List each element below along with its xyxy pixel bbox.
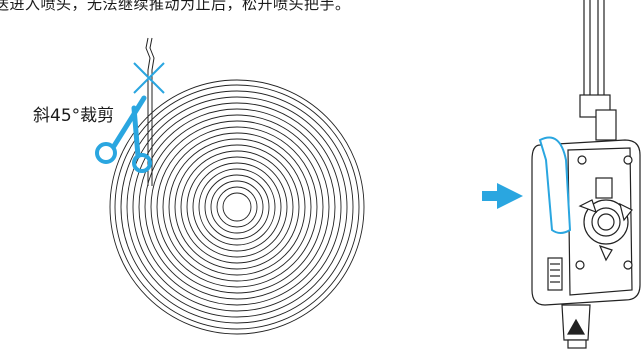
scissors-icon xyxy=(95,95,152,173)
arrow-right-icon xyxy=(482,183,523,209)
filament-coil xyxy=(109,79,365,335)
instruction-text: 送进入喷头，无法继续推动为止后，松开喷头把手。 xyxy=(0,0,351,13)
cut-mark-icon xyxy=(133,62,165,94)
cut-angle-label: 斜45°裁剪 xyxy=(33,106,115,126)
extruder-toolhead xyxy=(531,0,641,349)
